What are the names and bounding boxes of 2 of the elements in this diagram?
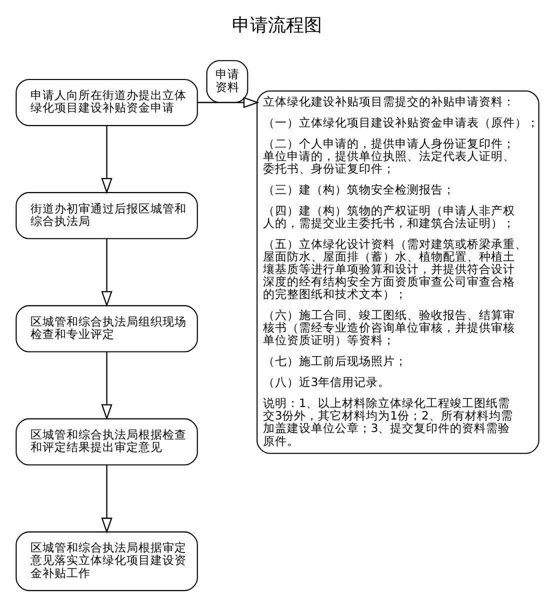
edge-label: 申请资料	[215, 67, 240, 94]
diagram-title: 申请流程图	[231, 14, 322, 36]
